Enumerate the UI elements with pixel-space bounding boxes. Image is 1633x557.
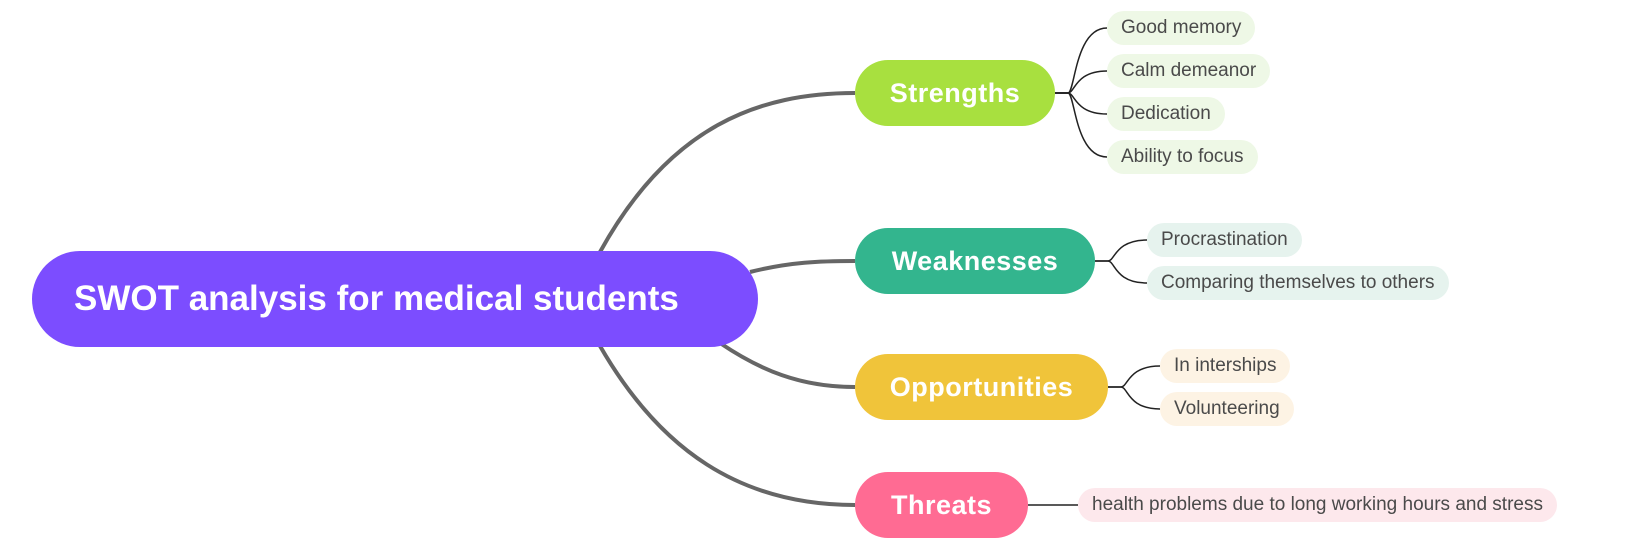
connector-opportunities-interships <box>1108 365 1161 388</box>
central-topic[interactable]: SWOT analysis for medical students <box>32 251 758 347</box>
leaf-procrastination-label: Procrastination <box>1161 229 1288 250</box>
connector-strengths-ability-to-focus <box>1055 92 1108 158</box>
leaf-ability-to-focus[interactable]: Ability to focus <box>1107 140 1258 174</box>
connector-weaknesses-procrastination <box>1095 239 1148 262</box>
branch-strengths[interactable]: Strengths <box>855 60 1055 126</box>
connector-strengths-dedication <box>1055 92 1108 115</box>
leaf-in-interships-label: In interships <box>1174 355 1277 376</box>
connector-strengths-good-memory <box>1055 27 1108 94</box>
leaf-ability-to-focus-label: Ability to focus <box>1121 146 1244 167</box>
leaf-procrastination[interactable]: Procrastination <box>1147 223 1302 257</box>
leaf-good-memory[interactable]: Good memory <box>1107 11 1256 45</box>
branch-opportunities[interactable]: Opportunities <box>855 354 1108 420</box>
connector-root-strengths <box>598 91 856 253</box>
leaf-good-memory-label: Good memory <box>1121 17 1242 38</box>
connector-root-threats <box>598 344 856 507</box>
leaf-volunteering-label: Volunteering <box>1174 398 1280 419</box>
leaf-dedication-label: Dedication <box>1121 103 1211 124</box>
branch-weaknesses[interactable]: Weaknesses <box>855 228 1095 294</box>
branch-weaknesses-label: Weaknesses <box>891 245 1059 276</box>
leaf-calm-demeanor-label: Calm demeanor <box>1121 60 1257 81</box>
leaf-comparing-themselves[interactable]: Comparing themselves to others <box>1147 266 1449 300</box>
branch-threats[interactable]: Threats <box>855 472 1028 538</box>
branch-strengths-label: Strengths <box>889 77 1021 108</box>
connector-root-opportunities <box>718 341 856 389</box>
central-topic-label: SWOT analysis for medical students <box>74 279 679 318</box>
leaf-health-problems-label: health problems due to long working hour… <box>1092 494 1543 515</box>
branch-threats-label: Threats <box>890 489 993 520</box>
branch-opportunities-label: Opportunities <box>889 371 1074 402</box>
leaf-calm-demeanor[interactable]: Calm demeanor <box>1107 54 1271 88</box>
leaf-health-problems[interactable]: health problems due to long working hour… <box>1078 488 1557 522</box>
connector-root-weaknesses <box>749 259 856 274</box>
leaf-comparing-themselves-label: Comparing themselves to others <box>1161 272 1435 293</box>
connector-strengths-calm-demeanor <box>1055 70 1108 94</box>
leaf-volunteering[interactable]: Volunteering <box>1160 392 1294 426</box>
connector-opportunities-volunteering <box>1108 386 1161 410</box>
leaf-in-interships[interactable]: In interships <box>1160 349 1291 383</box>
connector-weaknesses-comparing <box>1095 260 1148 284</box>
leaf-dedication[interactable]: Dedication <box>1107 97 1225 131</box>
